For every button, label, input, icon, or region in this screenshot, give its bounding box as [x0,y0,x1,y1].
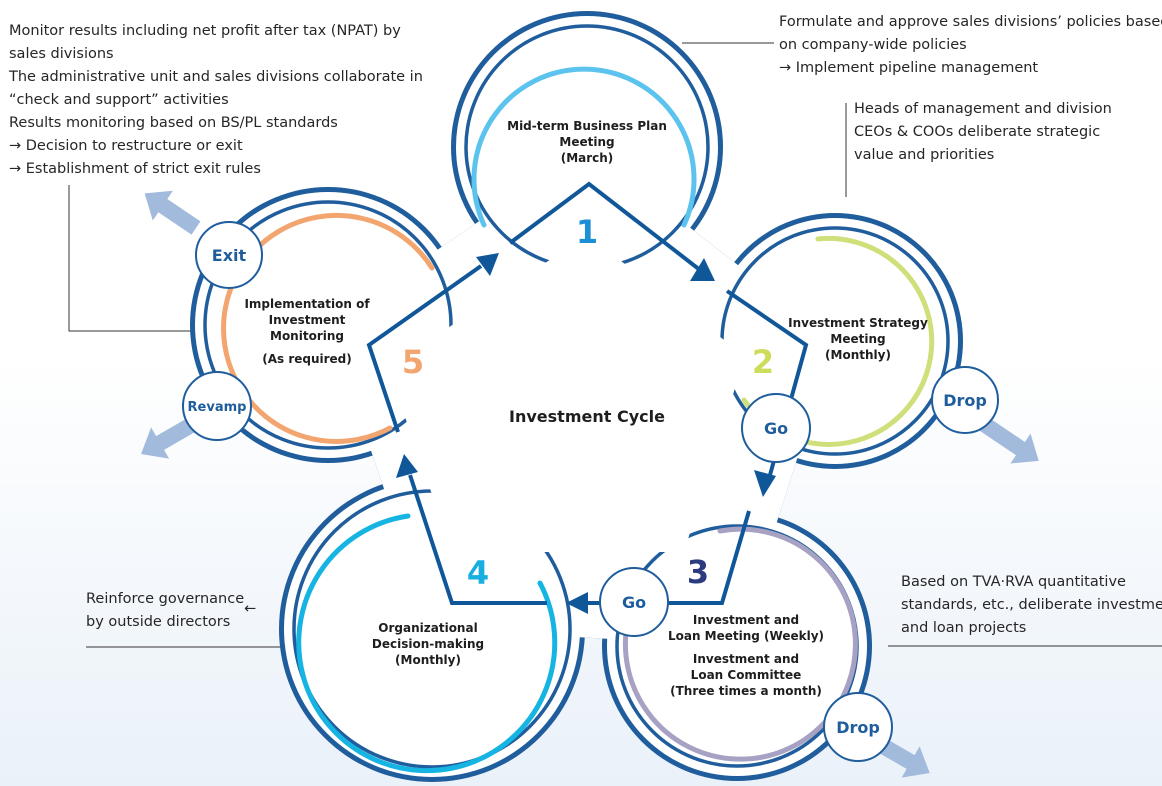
note-line: → Implement pipeline management [779,60,1039,76]
stage2-number: 2 [752,343,774,381]
note-line: and loan projects [901,620,1027,636]
note-line: Heads of management and division [854,101,1112,117]
stage3-line: Loan Meeting (Weekly) [668,629,824,643]
note-line: on company-wide policies [779,37,967,53]
note-line: Monitor results including net profit aft… [9,23,401,39]
stage1-line: Meeting [559,135,614,149]
go-badge-stage3[interactable]: Go [599,567,669,637]
flow-arrow-2-icon [754,470,776,497]
stage1-line: Mid-term Business Plan [507,119,667,133]
revamp-arrow-icon [141,417,197,459]
ring-outline [190,11,963,782]
note-line: Based on TVA·RVA quantitative [901,574,1126,590]
stage1-line: (March) [561,151,614,165]
flow-arrow-1-icon [690,258,715,281]
stage5-text: Implementation of Investment Monitoring … [244,297,370,366]
left-arrow-icon: ← [244,601,257,617]
note-line: Formulate and approve sales divisions’ p… [779,14,1162,30]
stage1-color-ring [471,66,697,228]
stage3-color-ring [622,526,858,762]
go-badge-stage3-label: Go [622,593,646,612]
stage4-line: (Monthly) [395,653,461,667]
drop-badge-stage2-label: Drop [943,391,987,410]
go-badge-stage2-label: Go [764,419,788,438]
note-line: by outside directors [86,614,231,630]
stage5-number: 5 [402,343,424,381]
stage2-line: Meeting [830,332,885,346]
stage2-line: (Monthly) [825,348,891,362]
flow-arrow-4-icon [396,454,418,478]
stage4-line: Decision-making [372,637,484,651]
drop-badge-stage2[interactable]: Drop [931,366,999,434]
note-line: value and priorities [854,147,995,163]
flow-arrowheads [396,253,776,614]
stage4-number: 4 [467,554,489,592]
stage5-line: Investment [269,313,346,327]
stage1-text: Mid-term Business Plan Meeting (March) [507,119,667,165]
connector-monitoring [68,185,203,332]
exit-arrow-icon [144,190,201,235]
stage5-line: (As required) [262,352,352,366]
center-label: Investment Cycle [509,407,665,426]
note-line: Results monitoring based on BS/PL standa… [9,115,338,131]
stage4-color-ring [296,513,558,774]
revamp-badge-label: Revamp [188,400,247,415]
go-badge-stage2[interactable]: Go [741,393,811,463]
flow-arrow-3-icon [566,592,588,614]
stage2-line: Investment Strategy [788,316,928,330]
stage5-line: Monitoring [270,329,344,343]
note-line: CEOs & COOs deliberate strategic [854,124,1101,140]
outflow-arrows [141,190,1039,778]
revamp-badge[interactable]: Revamp [182,371,252,441]
flow-path [366,181,809,605]
stage3-text: Investment and Loan Meeting (Weekly) Inv… [668,613,824,698]
note-governance: Reinforce governance by outside director… [86,588,244,634]
note-line: Reinforce governance [86,591,245,607]
exit-badge-label: Exit [212,246,247,265]
note-policies: Formulate and approve sales divisions’ p… [779,11,1162,80]
drop-badge-stage3[interactable]: Drop [823,692,893,762]
stage5-color-ring [221,212,435,444]
stage4-text: Organizational Decision-making (Monthly) [372,621,484,667]
exit-badge[interactable]: Exit [195,221,263,289]
stage1-number: 1 [576,213,598,251]
note-quantitative: Based on TVA·RVA quantitative standards,… [901,571,1162,640]
stage3-line: Loan Committee [691,668,802,682]
drop-arrow-stage2-icon [979,417,1039,464]
drop-badge-stage3-label: Drop [836,718,880,737]
note-line: “check and support” activities [9,92,229,108]
note-line: The administrative unit and sales divisi… [9,69,423,85]
stage5-line: Implementation of [244,297,370,311]
note-line: → Decision to restructure or exit [9,138,243,154]
note-line: standards, etc., deliberate investment [901,597,1162,613]
note-line: → Establishment of strict exit rules [9,161,261,177]
stage2-text: Investment Strategy Meeting (Monthly) [788,316,928,362]
stage3-number: 3 [687,553,709,591]
note-monitoring: Monitor results including net profit aft… [9,20,423,181]
stage3-line: Investment and [693,652,799,666]
stage5-inner-ring [203,200,453,450]
flow-arrow-5-icon [476,253,499,276]
stage3-line: (Three times a month) [670,684,822,698]
note-line: sales divisions [9,46,114,62]
stage3-line: Investment and [693,613,799,627]
note-connectors [68,42,1162,648]
stage4-line: Organizational [378,621,477,635]
note-strategy: Heads of management and division CEOs & … [854,98,1112,167]
